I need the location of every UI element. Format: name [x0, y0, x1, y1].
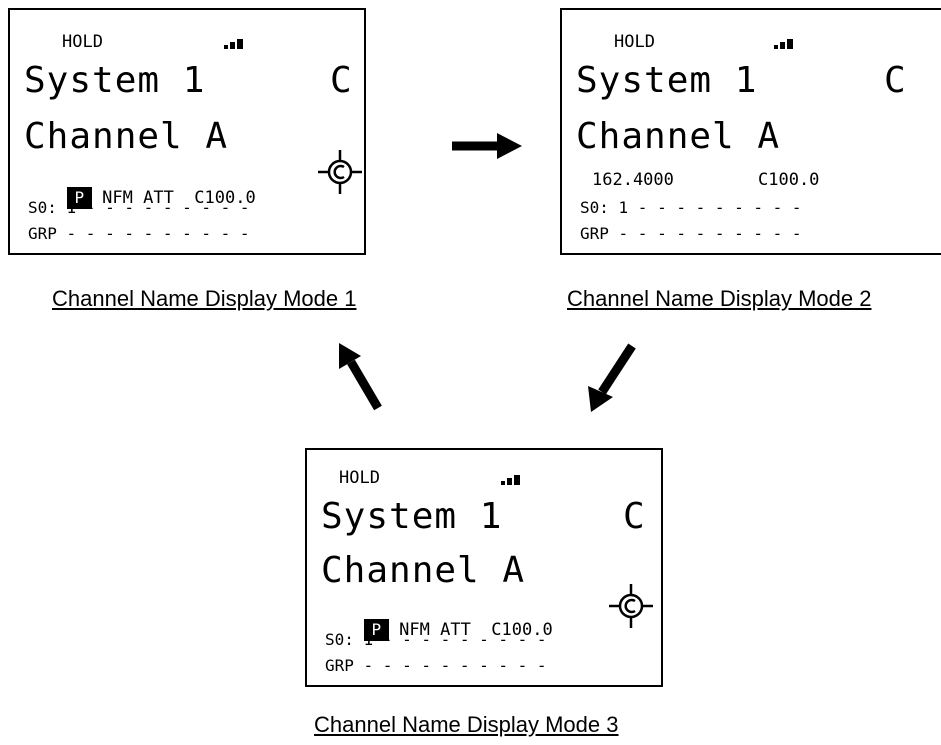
signal-strength-icon: [224, 39, 243, 49]
hold-indicator: HOLD: [614, 32, 655, 52]
signal-strength-icon: [501, 475, 520, 485]
status-line: P NFM ATT C100.0: [28, 168, 256, 228]
s0-line: S0: 1 - - - - - - - - -: [28, 198, 250, 217]
priority-badge: P: [66, 187, 93, 209]
system-name: System 1: [576, 60, 758, 101]
modulation-info: NFM ATT C100.0: [399, 620, 553, 640]
grp-line: GRP - - - - - - - - - -: [325, 656, 547, 675]
caption-mode-2: Channel Name Display Mode 2: [567, 286, 872, 311]
status-line: P NFM ATT C100.0: [325, 600, 553, 660]
priority-scan-icon: [318, 150, 362, 194]
grp-line: GRP - - - - - - - - - -: [580, 224, 802, 243]
channel-name: Channel A: [576, 116, 781, 157]
hold-indicator: HOLD: [339, 468, 380, 488]
priority-scan-icon: [609, 584, 653, 628]
s0-line: S0: 1 - - - - - - - - -: [580, 198, 802, 217]
channel-name: Channel A: [321, 550, 526, 591]
system-tag: C: [623, 496, 646, 537]
ctcss-value: C100.0: [758, 170, 820, 190]
caption-mode-1: Channel Name Display Mode 1: [52, 286, 357, 311]
system-name: System 1: [24, 60, 206, 101]
frequency-value: 162.4000: [592, 170, 674, 190]
s0-line: S0: 1 - - - - - - - - -: [325, 630, 547, 649]
channel-name: Channel A: [24, 116, 229, 157]
hold-indicator: HOLD: [62, 32, 103, 52]
grp-line: GRP - - - - - - - - - -: [28, 224, 250, 243]
lcd-panel-mode-3: HOLD System 1 C Channel A P NFM ATT C100.…: [305, 448, 663, 687]
system-name: System 1: [321, 496, 503, 537]
lcd-panel-mode-2: HOLD System 1 C Channel A 162.4000 C100.…: [560, 8, 941, 255]
modulation-info: NFM ATT C100.0: [102, 188, 256, 208]
lcd-panel-mode-1: HOLD System 1 C Channel A P NFM ATT C100.…: [8, 8, 366, 255]
caption-mode-3: Channel Name Display Mode 3: [314, 712, 619, 737]
system-tag: C: [884, 60, 907, 101]
signal-strength-icon: [774, 39, 793, 49]
system-tag: C: [330, 60, 353, 101]
priority-badge: P: [363, 619, 390, 641]
